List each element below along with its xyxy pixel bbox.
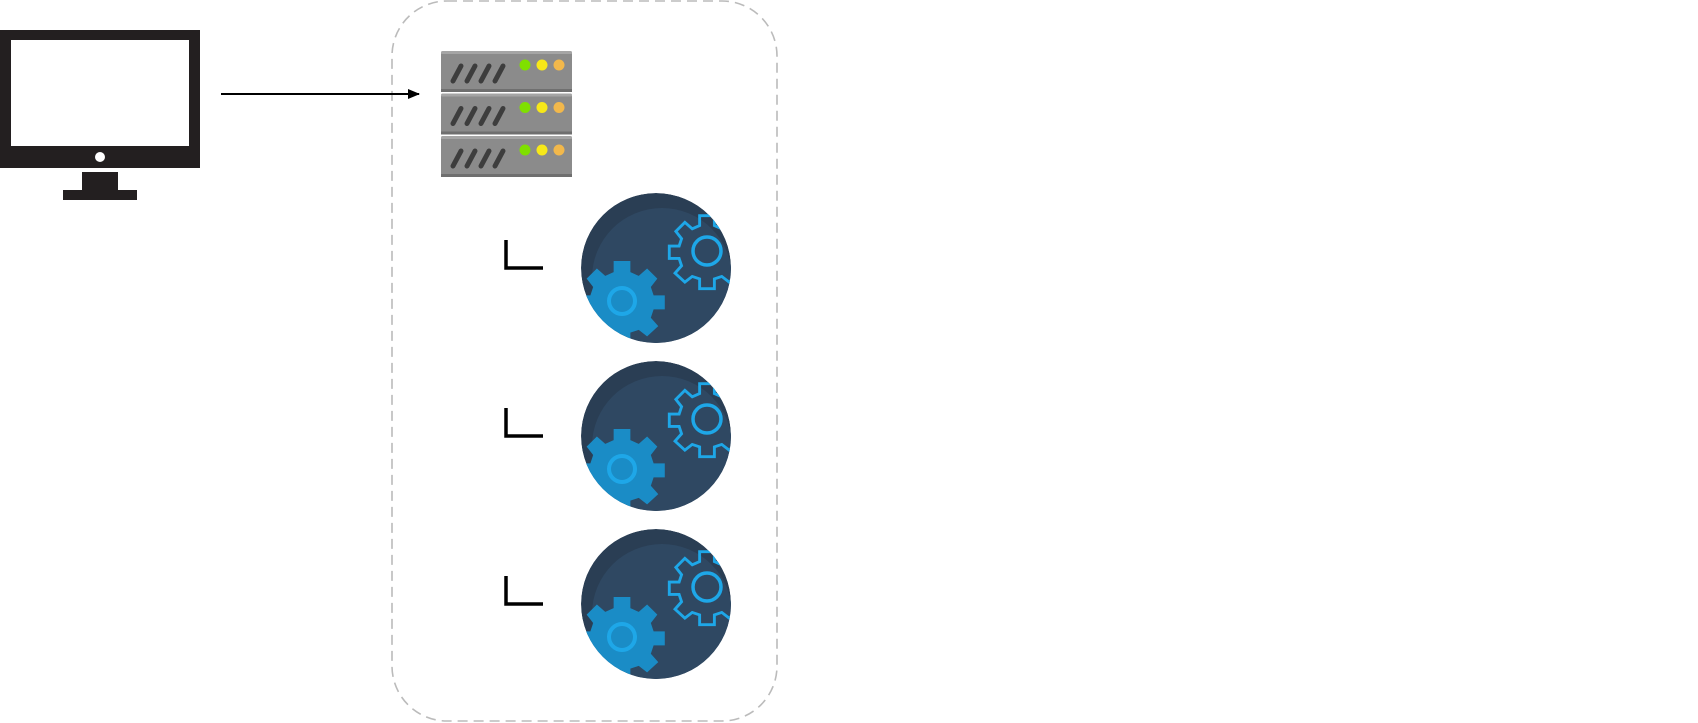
tree-branch-3 — [504, 576, 543, 606]
service-group-boundary — [391, 0, 778, 722]
gears-icon — [581, 193, 731, 343]
gears-icon — [581, 361, 731, 511]
monitor-icon — [0, 30, 200, 200]
server-unit — [441, 51, 572, 92]
tree-branch-1 — [504, 240, 543, 270]
tree-branch-2 — [504, 408, 543, 438]
gears-icon — [581, 529, 731, 679]
server-rack-icon — [441, 51, 572, 177]
server-unit — [441, 136, 572, 177]
server-unit — [441, 93, 572, 135]
